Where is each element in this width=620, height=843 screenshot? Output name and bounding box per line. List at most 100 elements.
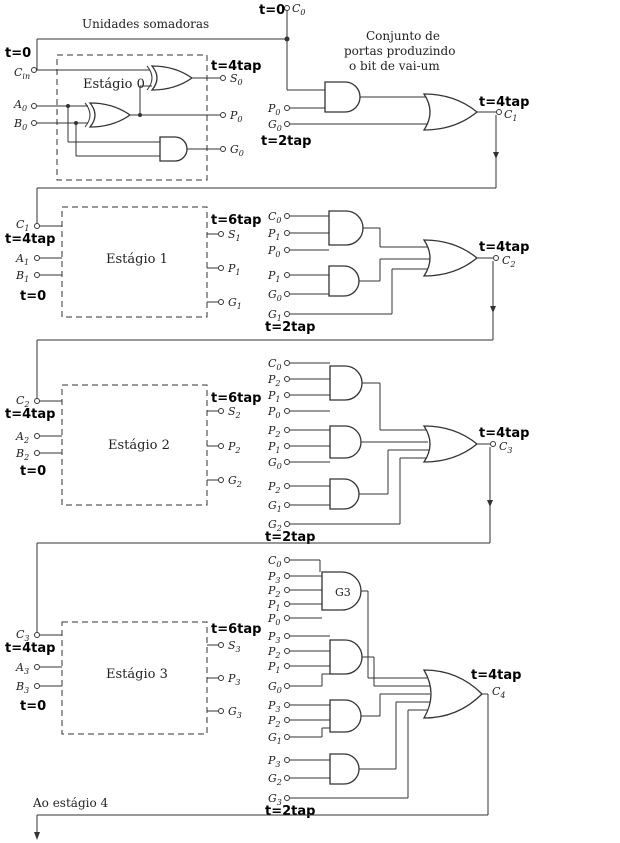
svg-text:C0: C0 [268, 210, 282, 225]
svg-text:S2: S2 [228, 405, 241, 420]
svg-text:G3: G3 [228, 705, 242, 720]
and-gate-c4-d [329, 753, 360, 785]
svg-text:t=4tap: t=4tap [5, 641, 55, 656]
stage-1: Estágio 1 C1 t=4tap A1 B1 t=0 S1 t=6tap … [5, 206, 261, 318]
svg-text:S3: S3 [228, 639, 241, 654]
and-gate-c2-b [328, 265, 360, 297]
svg-text:G2: G2 [228, 474, 242, 489]
svg-text:G1: G1 [268, 731, 282, 746]
summing-units-heading: Unidades somadoras [82, 17, 209, 31]
svg-text:P2: P2 [227, 440, 241, 455]
svg-text:A0: A0 [13, 98, 27, 113]
or-gate-c2 [422, 239, 479, 277]
svg-text:G2: G2 [268, 518, 282, 533]
svg-text:t=4tap: t=4tap [471, 668, 521, 683]
svg-text:Cin: Cin [14, 66, 30, 81]
svg-text:B1: B1 [15, 269, 29, 284]
timing-c0: t=0 [259, 3, 285, 18]
svg-text:P0: P0 [267, 405, 281, 420]
svg-text:G0: G0 [268, 680, 282, 695]
svg-text:t=6tap: t=6tap [211, 622, 261, 637]
svg-text:P2: P2 [267, 714, 281, 729]
g3-gate-label: G3 [335, 586, 351, 599]
svg-text:t=6tap: t=6tap [211, 391, 261, 406]
svg-text:B2: B2 [15, 447, 29, 462]
svg-text:t=2tap: t=2tap [265, 530, 315, 545]
stage-2: Estágio 2 C2 t=4tap A2 B2 t=0 S2 t=6tap … [5, 384, 261, 506]
stage-2-label: Estágio 2 [108, 438, 170, 453]
carry-c4-logic: C0 P3 P2 P1 P0 G3 P3 P2 P1 G0 P3 P2 G1 P… [34, 554, 521, 840]
and-gate-c4-c [329, 699, 362, 733]
carry-c1-logic: P0 G0 t=2tap C1 t=4tap [36, 81, 529, 223]
and-gate-generate [159, 136, 188, 162]
svg-text:C0: C0 [268, 554, 282, 569]
xor-gate-propagate [88, 102, 132, 128]
svg-text:P2: P2 [267, 480, 281, 495]
carry-c2-logic: C0 P1 P0 P1 G0 G1 t=2tap C2 t=4tap [36, 210, 529, 398]
stage-3: Estágio 3 C3 t=4tap A3 B3 t=0 S3 t=6tap … [5, 621, 261, 735]
xor-gate-sum [150, 65, 194, 91]
svg-text:P2: P2 [267, 373, 281, 388]
svg-text:t=4tap: t=4tap [5, 407, 55, 422]
carry-c3-logic: C0 P2 P1 P0 P2 P1 G0 P2 G1 G2 t=2tap C3 … [36, 357, 529, 632]
svg-text:G1: G1 [268, 499, 282, 514]
svg-text:G3: G3 [268, 792, 282, 807]
svg-text:P1: P1 [227, 262, 241, 277]
svg-text:C3: C3 [16, 628, 30, 643]
svg-text:t=4tap: t=4tap [479, 426, 529, 441]
svg-text:P1: P1 [267, 389, 281, 404]
carry-block-heading-3: o bit de vai-um [349, 59, 440, 73]
and-gate-g3 [321, 571, 362, 611]
svg-text:P3: P3 [267, 570, 281, 585]
carry-block-heading-2: portas produzindo [344, 44, 455, 58]
svg-text:C0: C0 [292, 2, 306, 17]
stage-1-label: Estágio 1 [106, 252, 168, 267]
svg-text:P3: P3 [267, 699, 281, 714]
and-gate-c3-a [329, 365, 363, 401]
svg-text:t=0: t=0 [20, 289, 46, 304]
carry-block-heading-1: Conjunto de [366, 29, 440, 43]
svg-text:t=2tap: t=2tap [265, 320, 315, 335]
svg-text:C2: C2 [16, 394, 30, 409]
svg-text:P1: P1 [267, 227, 281, 242]
svg-text:t=4tap: t=4tap [479, 240, 529, 255]
next-stage-label: Ao estágio 4 [32, 796, 109, 810]
svg-text:P2: P2 [267, 584, 281, 599]
svg-text:A1: A1 [15, 252, 29, 267]
svg-text:G0: G0 [268, 288, 282, 303]
svg-text:P1: P1 [267, 598, 281, 613]
svg-text:C3: C3 [499, 440, 513, 455]
svg-text:P1: P1 [267, 440, 281, 455]
svg-text:t=4tap: t=4tap [211, 59, 261, 74]
svg-text:G2: G2 [268, 772, 282, 787]
svg-text:t=2tap: t=2tap [261, 134, 311, 149]
svg-text:S0: S0 [230, 72, 243, 87]
svg-text:P0: P0 [267, 612, 281, 627]
svg-text:P1: P1 [267, 660, 281, 675]
and-gate-c3-b [329, 425, 362, 459]
svg-text:C2: C2 [502, 254, 516, 269]
svg-text:t=0: t=0 [5, 46, 31, 61]
or-gate-c4 [422, 669, 483, 719]
svg-text:P2: P2 [267, 645, 281, 660]
or-gate-c3 [422, 425, 479, 463]
stage-0: Estágio 0 t=0 Cin A0 B0 S0 t=4tap P0 G [5, 46, 261, 181]
and-gate-c3-c [329, 478, 360, 510]
svg-text:A3: A3 [15, 661, 29, 676]
svg-text:G0: G0 [268, 456, 282, 471]
svg-text:t=4tap: t=4tap [479, 95, 529, 110]
svg-text:C0: C0 [268, 357, 282, 372]
svg-text:t=0: t=0 [20, 699, 46, 714]
and-gate-c2-a [328, 210, 364, 246]
and-gate-c4-b [329, 639, 363, 675]
or-gate-c1 [422, 93, 479, 131]
svg-text:P0: P0 [267, 244, 281, 259]
and-gate-c1 [324, 81, 361, 113]
svg-text:P3: P3 [267, 754, 281, 769]
svg-text:t=4tap: t=4tap [5, 232, 55, 247]
svg-text:P1: P1 [267, 269, 281, 284]
svg-text:C1: C1 [504, 108, 518, 123]
c0-input: C0 t=0 [36, 2, 306, 90]
svg-text:G1: G1 [228, 296, 242, 311]
